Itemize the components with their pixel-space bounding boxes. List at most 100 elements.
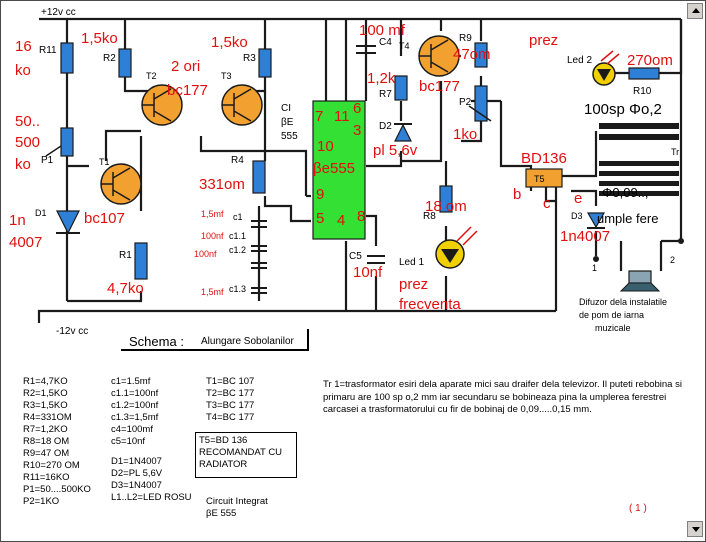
speaker-caption-2: de pom de iarna: [579, 310, 644, 320]
ic-pin-9: 9: [316, 186, 324, 203]
label-t5-emitter: e: [574, 190, 582, 207]
label-r1: R1: [119, 250, 132, 261]
part-p2: P2=1KO: [23, 496, 60, 507]
part-c5: c5=10nf: [111, 436, 146, 447]
ic-pin-4: 4: [337, 212, 345, 229]
label-r2: R2: [103, 53, 116, 64]
value-r11-1: 16: [15, 38, 32, 55]
cap-c1: [251, 220, 267, 228]
part-r4: R4=331OM: [23, 412, 72, 423]
leds: [435, 50, 620, 269]
capacitors: [251, 45, 385, 294]
page-number: ( 1 ): [629, 503, 647, 514]
value-c12: 100nf: [194, 249, 217, 259]
label-negative-supply: -12v cc: [56, 326, 88, 337]
t5-recommendation-box: T5=BD 136 RECOMANDAT CU RADIATOR: [195, 432, 297, 478]
ic-pin-7: 7: [315, 108, 323, 125]
ic-pin-10: 10: [317, 138, 334, 155]
label-d1: D1: [35, 208, 47, 218]
value-c13: 1,5mf: [201, 287, 224, 297]
value-t4: bc177: [419, 78, 460, 95]
value-p2: 1ko: [453, 126, 477, 143]
value-r4: 331om: [199, 176, 245, 193]
value-led1-1: prez: [399, 276, 428, 293]
part-r7: R7=1,2KO: [23, 424, 68, 435]
part-d2: D2=PL 5,6V: [111, 468, 163, 479]
part-ic-line-2: βE 555: [206, 508, 237, 519]
part-c4: c4=100mf: [111, 424, 153, 435]
speaker-caption-1: Difuzor dela instalatile: [579, 297, 667, 307]
scroll-up-button[interactable]: [687, 3, 703, 19]
part-c12: c1.2=100nf: [111, 400, 159, 411]
cap-c5: [367, 255, 385, 264]
label-led1: Led 1: [399, 257, 424, 268]
label-d3: D3: [571, 211, 583, 221]
label-t3: T3: [221, 71, 232, 81]
part-t3: T3=BC 177: [206, 400, 255, 411]
label-r4: R4: [231, 155, 244, 166]
value-r9: 47om: [453, 46, 491, 63]
label-p2: P2: [459, 97, 472, 108]
label-t5-base: b: [513, 186, 521, 203]
value-d1-1: 1n: [9, 212, 26, 229]
tr-secondary-spec-2: umple fere: [597, 211, 658, 226]
part-p1: P1=50....500KO: [23, 484, 91, 495]
ic-555: [312, 100, 366, 240]
part-ic: Circuit Integrat βE 555: [206, 496, 268, 520]
part-r10: R10=270 OM: [23, 460, 80, 471]
ic-pin-6: 6: [353, 100, 361, 117]
part-r2: R2=1,5KO: [23, 388, 68, 399]
label-c4: C4: [379, 37, 392, 48]
part-t5-note-2: RADIATOR: [199, 459, 248, 470]
value-t2t3-count: 2 ori: [171, 58, 200, 75]
label-ci-family: βE: [281, 117, 294, 128]
diode-d3: [586, 212, 606, 229]
label-r3: R3: [243, 53, 256, 64]
negative-rail: [37, 309, 556, 323]
resistors: [60, 42, 660, 280]
label-tr: Tr: [671, 147, 679, 157]
cap-c11: [251, 245, 267, 252]
label-point-1: 1: [592, 263, 597, 273]
part-r9: R9=47 OM: [23, 448, 70, 459]
label-r11: R11: [39, 45, 57, 56]
value-p1-3: ko: [15, 156, 31, 173]
resistor-r2: [118, 48, 132, 78]
resistor-r1: [134, 242, 148, 280]
resistor-r10: [628, 67, 660, 80]
ic-pin-11: 11: [334, 108, 350, 125]
label-c13: c1.3: [229, 284, 246, 294]
label-t5: T5: [534, 174, 545, 184]
speaker-caption-3: muzicale: [595, 323, 631, 333]
arrow-up-icon: [692, 8, 700, 13]
part-c11: c1.1=100nf: [111, 388, 159, 399]
label-d2: D2: [379, 121, 392, 132]
label-c5: C5: [349, 251, 362, 262]
resistor-r3: [258, 48, 272, 78]
tr-secondary-spec-1: Φ0,09..,: [602, 185, 649, 200]
ic-name: βe555: [313, 160, 355, 177]
label-ci-type: 555: [281, 131, 298, 142]
tr-primary-spec: 100sp Φo,2: [584, 101, 662, 118]
value-t1: bc107: [84, 210, 125, 227]
ic-pin-8: 8: [357, 208, 365, 225]
value-c4: 100 mf: [359, 22, 406, 39]
label-c1: c1: [233, 212, 243, 222]
label-positive-supply: +12v cc: [41, 7, 76, 18]
wires: [37, 17, 683, 323]
part-t5: T5=BD 136: [199, 435, 248, 446]
scroll-down-button[interactable]: [687, 521, 703, 537]
label-r7: R7: [379, 89, 392, 100]
cap-c12: [251, 262, 267, 269]
potentiometer-p1: [60, 127, 74, 157]
part-r3: R3=1,5KO: [23, 400, 68, 411]
label-c12: c1.2: [229, 245, 246, 255]
label-point-2: 2: [670, 255, 675, 265]
parts-resistors: R1=4,7KO R2=1,5KO R3=1,5KO R4=331OM R7=1…: [23, 376, 91, 508]
value-p1-1: 50..: [15, 113, 40, 130]
value-c11: 100nf: [201, 231, 224, 241]
part-ic-line-1: Circuit Integrat: [206, 496, 268, 507]
p2-wiper: [468, 105, 492, 122]
transistor-t5: [525, 168, 563, 188]
